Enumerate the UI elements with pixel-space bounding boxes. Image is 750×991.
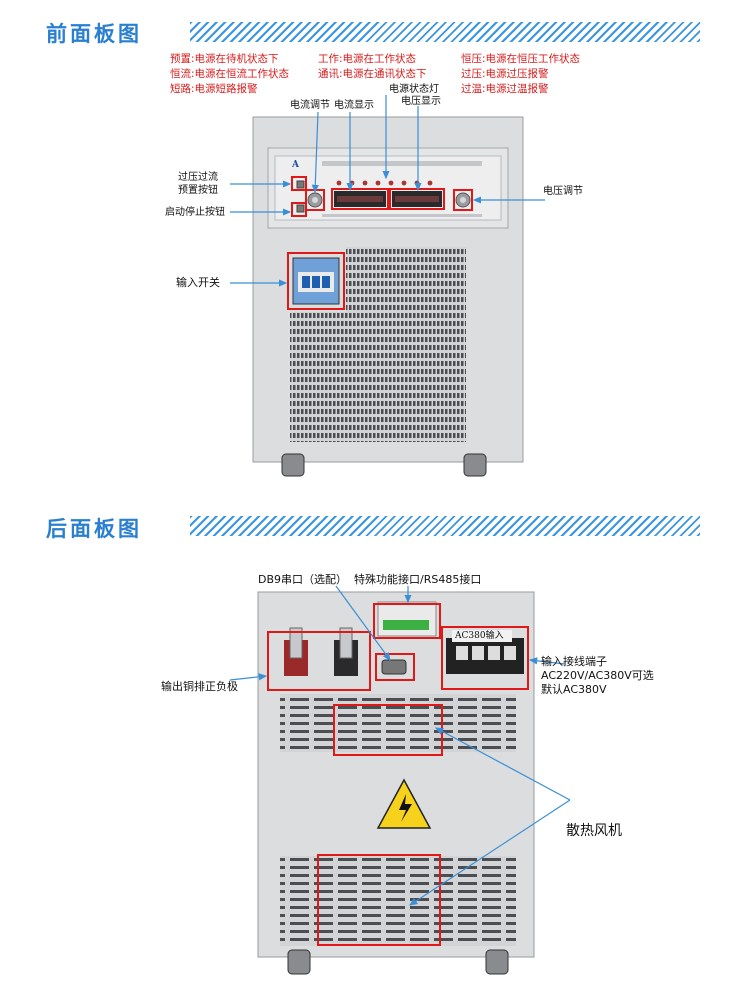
label-input-terminal-3: 默认AC380V [541, 683, 607, 696]
label-voltage-adjust: 电压调节 [543, 186, 583, 197]
label-input-terminal-2: AC220V/AC380V可选 [541, 669, 654, 682]
front-cabinet: A [252, 116, 524, 477]
front-leader-lines [230, 95, 545, 287]
label-special-interface: 特殊功能接口/RS485接口 [354, 573, 482, 586]
front-title-hatch [190, 22, 700, 42]
label-input-switch: 输入开关 [176, 276, 220, 289]
label-preset-button-1: 过压过流 [178, 172, 218, 183]
legend-item-cv: 恒压:电源在恒压工作状态 [461, 53, 581, 65]
rear-title-hatch [190, 516, 700, 536]
legend-item-ov: 过压:电源过压报警 [461, 68, 549, 80]
rear-section-title: 后面板图 [46, 517, 142, 541]
legend-item-ot: 过温:电源过温报警 [461, 83, 549, 95]
label-cooling-fan: 散热风机 [566, 823, 622, 839]
label-voltage-display: 电压显示 [401, 96, 441, 107]
legend-item-short: 短路:电源短路报警 [170, 83, 258, 95]
label-db9-port: DB9串口（选配） [258, 573, 348, 586]
label-terminal-plate: AC380输入 [455, 631, 504, 641]
rear-cabinet [257, 591, 535, 975]
label-preset-button-2: 预置按钮 [178, 185, 218, 196]
label-status-led: 电源状态灯 [389, 84, 439, 95]
label-current-adjust: 电流调节 [290, 100, 330, 111]
label-input-terminal-1: 输入接线端子 [541, 655, 607, 668]
label-output-copper-bar: 输出铜排正负极 [161, 680, 238, 693]
front-section-title: 前面板图 [46, 22, 142, 46]
label-start-stop-button: 启动停止按钮 [165, 207, 225, 218]
legend-item-comm: 通讯:电源在通讯状态下 [318, 68, 427, 80]
label-current-display: 电流显示 [334, 100, 374, 111]
legend-item-preset: 预置:电源在待机状态下 [170, 53, 279, 65]
legend-item-work: 工作:电源在工作状态 [318, 53, 417, 65]
rear-leader-lines [229, 585, 571, 906]
svg-text:A: A [291, 160, 300, 170]
legend-item-cc: 恒流:电源在恒流工作状态 [170, 68, 290, 80]
